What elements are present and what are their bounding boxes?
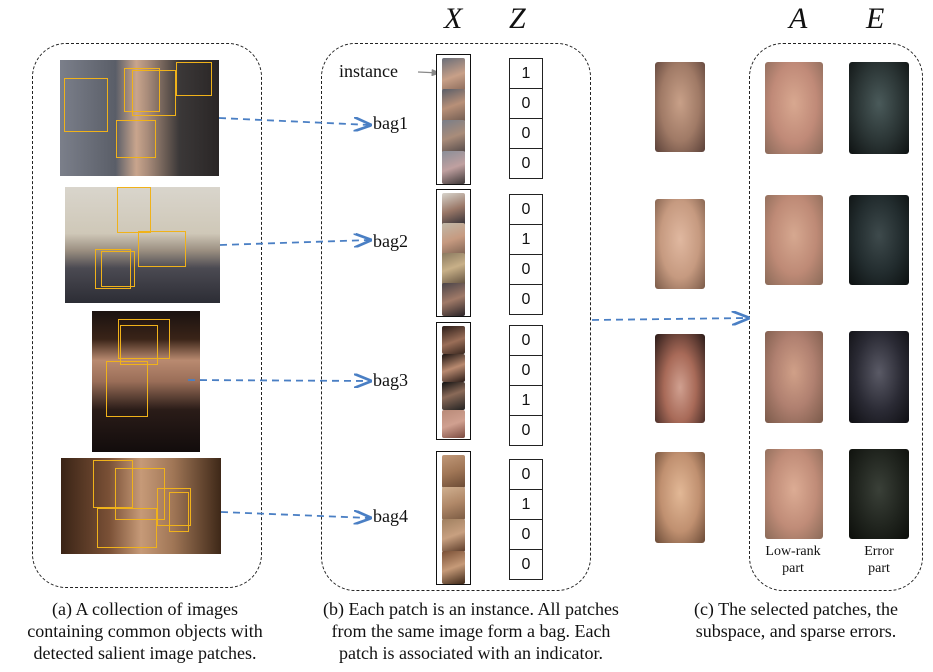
patch-box	[95, 249, 131, 289]
arrow-image3-bag3	[187, 380, 370, 381]
selected-face-2	[655, 199, 705, 289]
panel-a-frame	[32, 43, 262, 588]
patch-box	[101, 251, 135, 287]
patch-thumb	[442, 58, 465, 91]
arrow-image4-bag4	[220, 512, 370, 518]
patch-box	[157, 488, 191, 526]
patch-box	[124, 68, 160, 112]
indicator-cell: 0	[509, 355, 543, 386]
patch-thumb	[442, 382, 465, 410]
patch-thumb	[442, 223, 465, 256]
low-rank-part-label: Low-rank part	[765, 544, 821, 576]
header-z: Z	[509, 2, 526, 35]
low-rank-face-3	[765, 331, 823, 423]
bag-label-2: bag2	[373, 231, 408, 251]
patch-thumb	[442, 193, 465, 226]
indicator-cell: 0	[509, 118, 543, 149]
low-rank-face-4	[765, 449, 823, 539]
patch-box	[117, 187, 151, 233]
indicator-cell: 0	[509, 254, 543, 285]
bag-label-4: bag4	[373, 506, 408, 526]
error-face-3	[849, 331, 909, 423]
low-rank-face-2	[765, 195, 823, 285]
bag2-patches	[436, 189, 471, 317]
patch-thumb	[442, 151, 465, 184]
header-a: A	[789, 2, 808, 35]
patch-box	[138, 231, 186, 267]
error-face-2	[849, 195, 909, 285]
indicator-cell: 0	[509, 284, 543, 315]
error-face-4	[849, 449, 909, 539]
arrow-image2-bag2	[219, 240, 370, 245]
indicator-cell: 1	[509, 224, 543, 255]
source-image-4	[61, 458, 221, 554]
indicator-cell: 0	[509, 459, 543, 490]
patch-thumb	[442, 326, 465, 354]
patch-box	[118, 319, 170, 359]
indicator-cell: 0	[509, 325, 543, 356]
patch-box	[64, 78, 108, 132]
panel-b-frame	[321, 43, 591, 591]
patch-box	[120, 325, 158, 365]
caption-c: (c) The selected patches, the subspace, …	[693, 599, 899, 641]
patch-thumb	[442, 519, 465, 552]
arrow-to-subspace	[591, 318, 748, 320]
low-rank-face-1	[765, 62, 823, 154]
indicator-cell: 1	[509, 58, 543, 89]
patch-thumb	[442, 283, 465, 316]
selected-face-1	[655, 62, 705, 152]
patch-thumb	[442, 89, 465, 122]
indicator-cell: 0	[509, 519, 543, 550]
indicator-cell: 0	[509, 194, 543, 225]
indicator-cell: 0	[509, 88, 543, 119]
error-part-label: Error part	[864, 544, 894, 576]
patch-box	[176, 62, 212, 96]
source-image-1	[60, 60, 219, 176]
patch-thumb	[442, 120, 465, 153]
indicator-cell: 0	[509, 415, 543, 446]
patch-box	[93, 460, 133, 508]
bag3-patches	[436, 322, 471, 440]
indicator-cell: 1	[509, 489, 543, 520]
source-image-2	[65, 187, 220, 303]
patch-box	[132, 70, 176, 116]
bag-label-3: bag3	[373, 370, 408, 390]
patch-thumb	[442, 487, 465, 520]
patch-thumb	[442, 354, 465, 382]
instance-label: instance	[339, 61, 398, 81]
indicator-cell: 1	[509, 385, 543, 416]
arrow-image1-bag1	[218, 118, 370, 125]
patch-box	[116, 120, 156, 158]
bag1-patches	[436, 54, 471, 185]
caption-b: (b) Each patch is an instance. All patch…	[323, 599, 619, 663]
bag4-patches	[436, 451, 471, 585]
header-x: X	[444, 2, 463, 35]
patch-box	[169, 492, 189, 532]
indicator-cell: 0	[509, 549, 543, 580]
patch-box	[97, 508, 157, 548]
patch-thumb	[442, 410, 465, 438]
error-face-1	[849, 62, 909, 154]
bag-label-1: bag1	[373, 113, 408, 133]
selected-face-3	[655, 334, 705, 423]
selected-face-4	[655, 452, 705, 543]
caption-a: (a) A collection of images containing co…	[27, 599, 263, 663]
patch-thumb	[442, 253, 465, 286]
patch-thumb	[442, 455, 465, 488]
patch-box	[106, 361, 148, 417]
indicator-cell: 0	[509, 148, 543, 179]
header-e: E	[866, 2, 885, 35]
patch-thumb	[442, 551, 465, 584]
patch-box	[115, 468, 165, 520]
source-image-3	[92, 311, 200, 452]
